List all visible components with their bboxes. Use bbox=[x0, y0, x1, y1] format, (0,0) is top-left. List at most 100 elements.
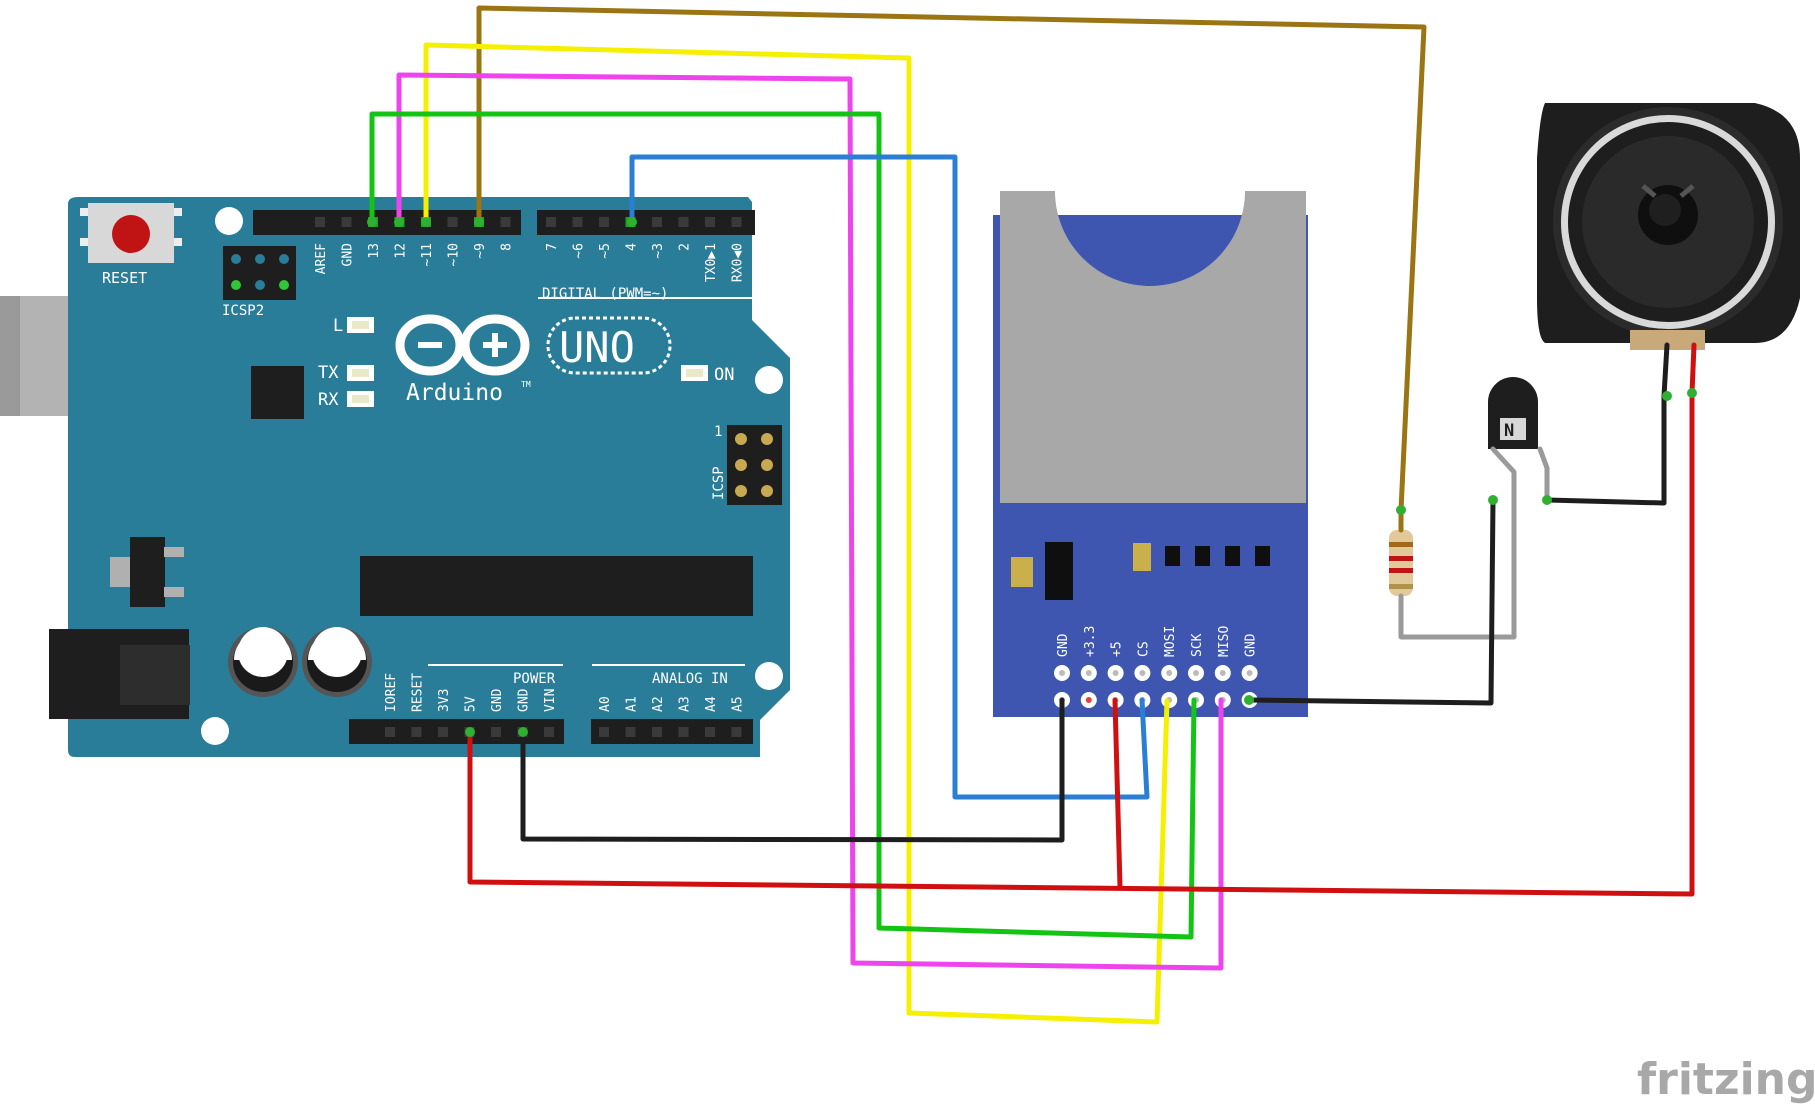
power-jack bbox=[49, 629, 190, 719]
icsp2-header bbox=[223, 246, 296, 300]
analog-pin-label-a3: A3 bbox=[678, 696, 693, 712]
svg-text:N: N bbox=[1504, 421, 1514, 441]
wire-green-1 bbox=[369, 111, 1197, 940]
icsp-header bbox=[727, 425, 782, 505]
sd-pin-label-1-3-3: +3.3 bbox=[1083, 626, 1098, 657]
arduino-logo bbox=[395, 314, 530, 376]
analog-pin-label-a4: A4 bbox=[704, 696, 719, 712]
analog-pin-a5 bbox=[731, 727, 742, 737]
sd-pin-label-4-mosi: MOSI bbox=[1163, 626, 1178, 657]
wire-endpoint-1 bbox=[394, 217, 404, 227]
microcontroller-chip bbox=[251, 366, 304, 419]
digital-pin-label-l-13: 13 bbox=[367, 243, 382, 259]
voltage-regulator bbox=[110, 537, 184, 607]
wire-endpoint-4 bbox=[627, 217, 637, 227]
sd-pin-label-3-cs: CS bbox=[1136, 641, 1151, 657]
digital-pin-label-l-10: ~10 bbox=[447, 243, 462, 266]
power-pin-gnd bbox=[491, 727, 501, 737]
digital-pin-l-8 bbox=[500, 217, 511, 227]
reset-button[interactable] bbox=[80, 203, 182, 263]
wire-endpoint-9 bbox=[1542, 495, 1552, 505]
digital-header-right bbox=[537, 210, 755, 235]
wire-endpoint-5 bbox=[465, 727, 475, 737]
speaker bbox=[1537, 103, 1800, 350]
power-label: POWER bbox=[513, 671, 556, 687]
led-rx-label: RX bbox=[318, 390, 339, 410]
sd-pin-label-6-miso: MISO bbox=[1217, 626, 1232, 657]
icsp-pin1-label: 1 bbox=[714, 424, 722, 440]
sd-card-module: GND +3.3 +5 CS MOSI SCK MISO GND bbox=[993, 191, 1308, 717]
led-l-label: L bbox=[333, 316, 343, 336]
sd-pin-label-2-5: +5 bbox=[1110, 641, 1125, 657]
digital-pin-r-3 bbox=[652, 217, 662, 227]
wire-gray-2 bbox=[1490, 446, 1517, 624]
wire-endpoint-12 bbox=[1244, 695, 1254, 705]
analog-header bbox=[591, 719, 753, 744]
digital-pin-label-r-4: 4 bbox=[625, 243, 640, 251]
analog-label: ANALOG IN bbox=[652, 671, 728, 687]
wire-gray-3 bbox=[1537, 446, 1550, 503]
wire-endpoint-0 bbox=[367, 217, 377, 227]
sd-pin-label-5-sck: SCK bbox=[1190, 633, 1205, 657]
wire-black-2 bbox=[1246, 497, 1496, 706]
digital-pin-label-l-12: 12 bbox=[394, 243, 409, 259]
atmega-chip bbox=[360, 556, 753, 616]
analog-pin-label-a5: A5 bbox=[731, 696, 746, 712]
icsp-label: ICSP bbox=[711, 466, 727, 500]
digital-pin-r-tx0-1 bbox=[705, 217, 715, 227]
wire-endpoint-7 bbox=[1396, 505, 1406, 515]
digital-pin-label-r-rx0-0: RX0◀0 bbox=[731, 243, 746, 282]
analog-pin-a1 bbox=[625, 727, 636, 737]
sd-pin-label-7-gnd: GND bbox=[1244, 633, 1259, 657]
power-pin-label-reset: RESET bbox=[411, 673, 426, 712]
digital-pin-r-2 bbox=[678, 217, 689, 227]
wire-red-2 bbox=[1112, 697, 1123, 890]
power-pin-reset bbox=[411, 727, 422, 737]
digital-pin-label-r-2: 2 bbox=[678, 243, 693, 251]
capacitor-2 bbox=[302, 627, 372, 697]
power-pin-label-ioref: IOREF bbox=[384, 673, 399, 712]
digital-pin-label-r-7: 7 bbox=[545, 243, 560, 251]
analog-pin-label-a2: A2 bbox=[651, 696, 666, 712]
digital-pin-r-7 bbox=[546, 217, 556, 227]
board-outline bbox=[68, 197, 790, 757]
icsp2-label: ICSP2 bbox=[222, 303, 264, 319]
power-header bbox=[349, 719, 564, 744]
arduino-trademark: TM bbox=[521, 380, 531, 389]
power-pin-label-vin: VIN bbox=[543, 689, 558, 712]
resistor bbox=[1389, 530, 1413, 596]
analog-pin-a3 bbox=[678, 727, 689, 737]
digital-pin-label-r-tx0-1: TX0▶1 bbox=[704, 243, 719, 282]
digital-pin-label-r-3: ~3 bbox=[651, 243, 666, 259]
power-pin-label-gnd: GND bbox=[490, 688, 505, 712]
power-pin-label-5v: 5V bbox=[464, 696, 479, 712]
wire-endpoint-11 bbox=[1687, 388, 1697, 398]
led-on-label: ON bbox=[714, 365, 734, 385]
capacitor-1 bbox=[228, 627, 298, 697]
digital-pin-l-gnd bbox=[341, 217, 352, 227]
digital-pin-l-aref bbox=[315, 217, 325, 227]
power-pin-label-3v3: 3V3 bbox=[437, 689, 452, 712]
reset-label: RESET bbox=[102, 269, 147, 287]
wires bbox=[367, 5, 1697, 1025]
digital-pin-label-l-gnd: GND bbox=[341, 243, 356, 267]
wire-endpoint-6 bbox=[518, 727, 528, 737]
power-pin-ioref bbox=[385, 727, 395, 737]
digital-pin-label-l-8: 8 bbox=[500, 243, 515, 251]
wire-endpoint-2 bbox=[421, 217, 431, 227]
power-pin-3v3 bbox=[438, 727, 448, 737]
wire-endpoint-8 bbox=[1488, 495, 1498, 505]
wire-blue-1 bbox=[629, 154, 1150, 800]
digital-pin-label-l-aref: AREF bbox=[314, 243, 329, 274]
digital-pin-l-10 bbox=[447, 217, 458, 227]
analog-pin-label-a0: A0 bbox=[598, 696, 613, 712]
digital-pin-r-rx0-0 bbox=[731, 217, 742, 227]
digital-pin-label-r-5: ~5 bbox=[598, 243, 613, 259]
digital-pin-r-6 bbox=[572, 217, 583, 227]
wire-black-3 bbox=[1544, 342, 1670, 506]
analog-pin-label-a1: A1 bbox=[625, 696, 640, 712]
sd-pin-label-0-gnd: GND bbox=[1056, 633, 1071, 657]
analog-pin-a0 bbox=[599, 727, 609, 737]
